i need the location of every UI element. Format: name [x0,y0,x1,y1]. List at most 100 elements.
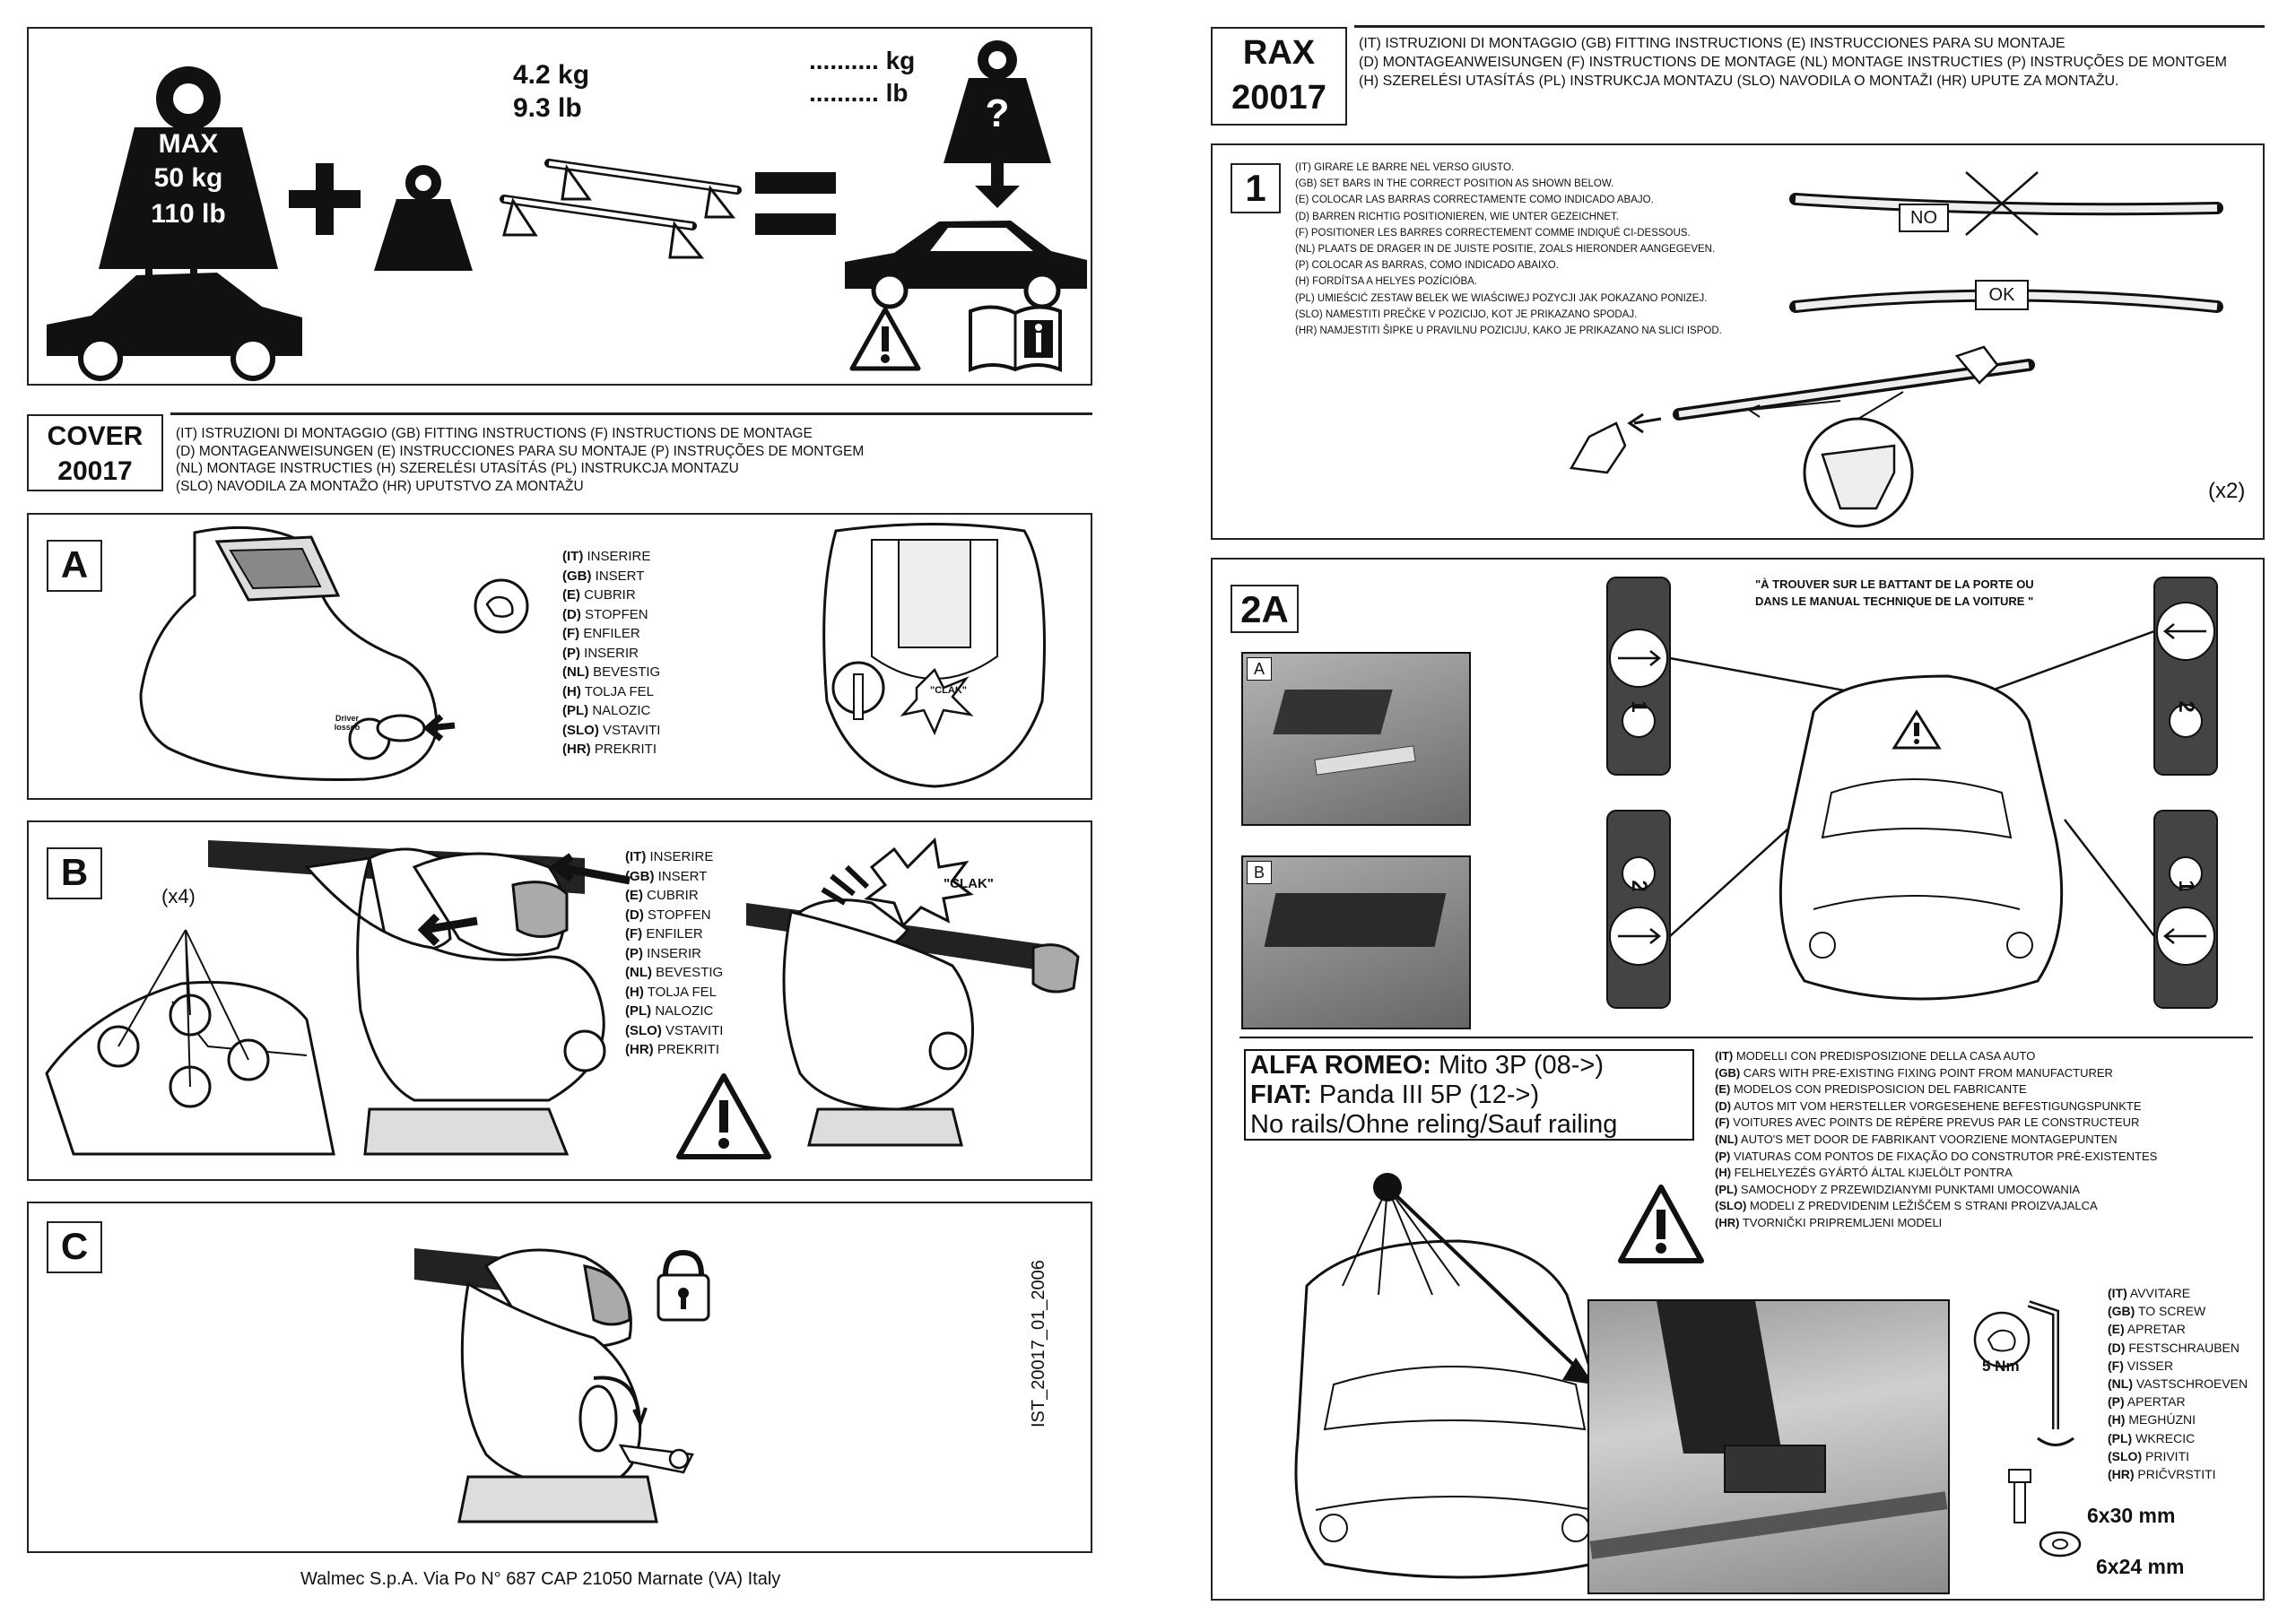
washer-size: 6x24 mm [2096,1555,2185,1578]
vehicle-line-1: ALFA ROMEO: Mito 3P (08->) [1250,1051,1604,1080]
quote-line: "À TROUVER SUR LE BATTANT DE LA PORTE OU [1755,577,2034,591]
step-1-instructions: (IT) GIRARE LE BARRE NEL VERSO GIUSTO. (… [1295,160,1722,339]
rax-line: (H) SZERELÉSI UTASÍTÁS (PL) INSTRUKCJA M… [1359,74,2119,89]
unknown-weight-icon [944,40,1051,163]
cover-languages: (IT) ISTRUZIONI DI MONTAGGIO (GB) FITTIN… [176,425,864,495]
sedan-icon [845,221,1087,309]
step-a-panel: A Driver lossco (IT) INSERIRE (GB) INSER… [27,513,1092,800]
step-b-languages: (IT) INSERIRE (GB) INSERT (E) CUBRIR (D)… [625,847,723,1060]
car-silhouette-icon [47,257,302,381]
lang-item: (SLO) PRIVITI [2108,1448,2190,1463]
lang-item: (E) CUBRIR [625,888,699,903]
step-1-label: 1 [1231,163,1281,213]
lang-item: (H) TOLJA FEL [625,984,717,1000]
cover-line: (IT) ISTRUZIONI DI MONTAGGIO (GB) FITTIN… [176,426,813,441]
end-cap-insert-drawing [139,525,456,782]
lang-item: (NL) VASTSCHROEVEN [2108,1376,2248,1392]
lang-item: (NL) AUTO'S MET DOOR DE FABRIKANT VOORZI… [1715,1132,2118,1146]
instruction-line: (E) COLOCAR LAS BARRAS CORRECTAMENTE COM… [1295,195,1654,206]
lang-item: (PL) NALOZIC [625,1003,714,1019]
down-arrow-icon [975,163,1020,208]
lang-item: (GB) CARS WITH PRE-EXISTING FIXING POINT… [1715,1065,2113,1080]
warning-icon [1618,1185,1704,1263]
instruction-line: (SLO) NAMESTITI PREČKE V POZICIJO, KOT J… [1295,308,1638,320]
lang-item: (H) TOLJA FEL [562,683,654,699]
clak-a: "CLAK" [930,685,967,696]
quote-line: DANS LE MANUAL TECHNIQUE DE LA VOITURE " [1755,595,2034,608]
lang-item: (GB) INSERT [562,568,645,584]
push-thumb-icon [474,578,529,634]
lang-item: (NL) BEVESTIG [625,965,724,980]
lang-item: (F) ENFILER [625,926,703,942]
instruction-line: (P) COLOCAR AS BARRAS, COMO INDICADO ABA… [1295,260,1559,272]
washer-icon [2039,1531,2082,1558]
lang-item: (HR) TVORNIČKI PRIPREMLJENI MODELI [1715,1215,1943,1229]
lang-item: (D) FESTSCHRAUBEN [2108,1340,2240,1355]
cover-line: (D) MONTAGEANWEISUNGEN (E) INSTRUCCIONES… [176,443,865,459]
lang-item: (PL) NALOZIC [562,703,651,718]
rax-code-line1: RAX [1242,34,1316,72]
bar-assembly-drawing [1569,345,2035,528]
max-weight-icon [99,66,278,269]
instruction-line: (IT) GIRARE LE BARRE NEL VERSO GIUSTO. [1295,162,1515,173]
foot-insert-drawing [208,840,631,1156]
weight-panel: MAX 50 kg 110 lb 4.2 kg 9.3 lb .........… [27,27,1092,386]
torque-wrench-drawing [1973,1300,2074,1523]
warning-icon [676,1073,771,1159]
lang-item: (P) INSERIR [562,645,639,661]
document-code: IST_20017_01_2006 [1029,1260,1048,1428]
photo-a-label: A [1247,657,1272,681]
rax-line: (D) MONTAGEANWEISUNGEN (F) INSTRUCTIONS … [1359,55,2227,70]
lock-cover-drawing [414,1248,710,1523]
lang-item: (SLO) MODELI Z PREDVIDENIM LEŽIŠČEM S ST… [1715,1199,2098,1213]
lang-item: (IT) INSERIRE [562,549,651,564]
lang-item: (P) INSERIR [625,945,702,961]
lang-item: (IT) AVVITARE [2108,1286,2191,1300]
car-roof-feet-drawing [45,929,335,1156]
max-kg: 50 kg [153,163,223,193]
max-lb: 110 lb [151,199,226,229]
section-divider [1239,1037,2253,1038]
lang-item: (SLO) VSTAVITI [625,1022,724,1038]
cover-code-box: COVER 20017 [27,414,163,491]
rax-code-line2: 20017 [1231,79,1326,117]
instruction-line: (GB) SET BARS IN THE CORRECT POSITION AS… [1295,178,1614,190]
pad-number: 1 [1627,700,1651,713]
fixing-photo [1587,1299,1950,1594]
equals-icon [755,172,836,235]
torque-value: 5 Nm [1982,1358,2020,1375]
result-lb: .......... lb [809,79,909,107]
instruction-line: (D) BARREN RICHTIG POSITIONIEREN, WIE UN… [1295,211,1619,222]
rax-code-box: RAX 20017 [1211,27,1347,126]
instruction-line: (NL) PLAATS DE DRAGER IN DE JUISTE POSIT… [1295,244,1716,256]
lang-item: (D) STOPFEN [562,606,648,622]
instruction-line: (PL) UMIEŚCIĆ ZESTAW BELEK WE WIAŚCIWEJ … [1295,292,1708,304]
step-c-label: C [47,1221,102,1273]
lang-item: (D) AUTOS MIT VOM HERSTELLER VORGESEHENE… [1715,1098,2142,1113]
bars-lb: 9.3 lb [513,93,582,123]
lang-item: (NL) BEVESTIG [562,664,661,680]
lang-item: (P) APERTAR [2108,1394,2186,1410]
cover-clak-drawing [746,837,1080,1147]
photo-b-label: B [1247,861,1272,884]
pad-number: 2 [2174,700,2198,713]
max-label: MAX [158,129,219,159]
clak-b: "CLAK" [944,876,994,891]
fixing-point-car-drawing [1294,1173,1620,1579]
lang-item: (H) FELHELYEZÉS GYÁRTÓ ÁLTAL KIJELÖLT PO… [1715,1166,2013,1180]
vehicle-box: ALFA ROMEO: Mito 3P (08->) FIAT: Panda I… [1244,1049,1694,1141]
plus-icon [289,163,361,235]
cover-header-rule [170,412,1092,415]
lang-item: (P) VIATURAS COM PONTOS DE FIXAÇÃO DO CO… [1715,1149,2158,1163]
fixing-pads-drawing [1606,577,2218,1009]
rax-header-rule [1354,25,2265,28]
step-a-languages: (IT) INSERIRE (GB) INSERT (E) CUBRIR (D)… [562,547,660,759]
cover-line: (SLO) NAVODILA ZA MONTAŽO (HR) UPUTSTVO … [176,478,584,494]
lang-item: (HR) PREKRITI [625,1042,720,1057]
cover-section-drawing [822,523,1046,788]
vehicle-line-2: FIAT: Panda III 5P (12->) [1250,1081,1540,1109]
bars-kg: 4.2 kg [513,60,590,90]
step-b-label: B [47,847,102,899]
cover-code-line1: COVER [47,421,144,451]
driver-logo: Driver lossco [334,714,361,732]
